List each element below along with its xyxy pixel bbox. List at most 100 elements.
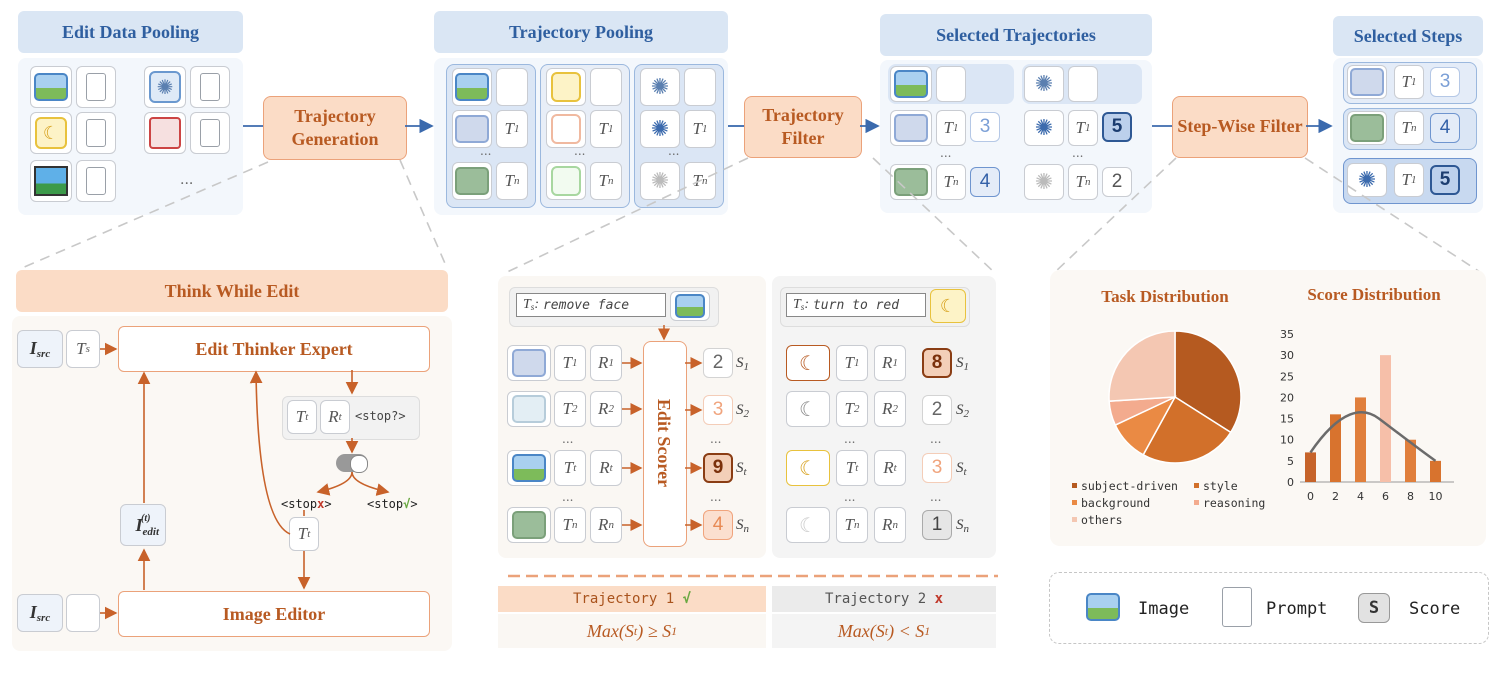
toggle-icon [336, 454, 368, 473]
y-tick-label: 30 [1280, 349, 1294, 362]
ellipsis: ... [668, 144, 680, 158]
traj-image [452, 68, 492, 106]
legend-label: others [1081, 513, 1123, 527]
score-distribution-title: Score Distribution [1307, 285, 1441, 304]
prompt-icon [86, 119, 106, 147]
trajectory-2-label-box: Trajectory 2 x [772, 586, 996, 612]
ts-symbol: Ts: [523, 297, 539, 312]
traj-image: ✺ [640, 68, 680, 106]
trajectory-1-check: √ [682, 591, 692, 607]
pool-image-tile-1 [30, 66, 72, 108]
x-tick-label: 2 [1332, 490, 1339, 503]
legend-item-background: background [1072, 495, 1194, 512]
pie-slice-style [1142, 395, 1232, 464]
legend-box [1049, 572, 1489, 644]
prompt-1-text: remove face [542, 297, 630, 313]
prompt-doc-tile [936, 66, 966, 102]
openai-icon: ✺ [650, 116, 670, 142]
image-icon [1350, 114, 1384, 142]
ellipsis: ... [940, 146, 952, 160]
image-icon [894, 114, 928, 142]
legend-prompt-label: Prompt [1266, 599, 1328, 619]
prompt-doc-tile [76, 160, 116, 202]
pool-image-tile-3: ☾ [30, 112, 72, 154]
prompt-icon [200, 73, 220, 101]
traj-image: ☾ [786, 345, 830, 381]
edit-thinker-expert-box: Edit Thinker Expert [118, 326, 430, 372]
prompt-doc-tile [496, 68, 528, 106]
openai-icon: ✺ [650, 168, 670, 194]
image-icon [1350, 68, 1384, 96]
banana-icon [551, 72, 581, 102]
bar-4 [1355, 397, 1366, 482]
openai-icon: ✺ [1357, 167, 1377, 193]
sn-label: Sn [956, 517, 969, 535]
prompt-icon [86, 167, 106, 195]
image-icon [455, 73, 489, 101]
image-icon [512, 511, 546, 539]
traj-image: ☾ [786, 450, 830, 486]
prompt-doc-tile [76, 112, 116, 154]
isrc-tile: Isrc [17, 594, 63, 632]
y-tick-label: 15 [1280, 413, 1294, 426]
score-badge: 3 [703, 395, 733, 425]
score-badge: 3 [1430, 67, 1460, 97]
prompt-doc-tile [190, 66, 230, 108]
prompt-2-text: turn to red [812, 297, 900, 313]
task-distribution-pie [1108, 330, 1242, 464]
traj-image [507, 450, 551, 486]
openai-icon: ✺ [650, 74, 670, 100]
selected-steps-header: Selected Steps [1333, 16, 1483, 56]
prompt-1-field: Ts: remove face [516, 293, 666, 317]
y-tick-label: 20 [1280, 391, 1294, 404]
pool-image-tile-4 [144, 112, 186, 154]
y-tick-label: 25 [1280, 370, 1294, 383]
score-badge: 4 [1430, 113, 1460, 143]
banana-icon: ☾ [799, 456, 817, 480]
trajectory-generation-box: Trajectory Generation [263, 96, 407, 160]
ts-symbol: Ts: [793, 297, 809, 312]
image-icon [894, 168, 928, 196]
edit-data-pooling-header: Edit Data Pooling [18, 11, 243, 53]
prompt-doc-tile [684, 68, 716, 106]
legend-item-others: others [1072, 512, 1282, 529]
y-tick-label: 5 [1287, 455, 1294, 468]
y-tick-label: 35 [1280, 328, 1294, 341]
trajectory-2-cross: x [934, 591, 944, 607]
legend-label: reasoning [1203, 496, 1266, 510]
prompt-icon [86, 73, 106, 101]
traj-image: ✺ [1024, 66, 1064, 102]
stop-ok-prefix: <stop [367, 497, 404, 511]
edit-scorer-box [643, 341, 687, 547]
openai-icon: ✺ [1034, 115, 1054, 141]
traj-image [507, 507, 551, 543]
think-while-edit-header: Think While Edit [16, 270, 448, 312]
traj-image [1347, 111, 1387, 145]
legend-label: subject-driven [1081, 479, 1178, 493]
score-badge: 2 [1102, 167, 1132, 197]
image-icon [34, 73, 68, 101]
stop-ok-mark: √ [403, 497, 411, 511]
score-badge: 2 [922, 395, 952, 425]
s1-label: S1 [736, 355, 749, 373]
prompt-doc-tile [1068, 66, 1098, 102]
isrc-tile: Isrc [17, 330, 63, 368]
score-badge: 9 [703, 453, 733, 483]
ellipsis: ... [844, 490, 856, 504]
